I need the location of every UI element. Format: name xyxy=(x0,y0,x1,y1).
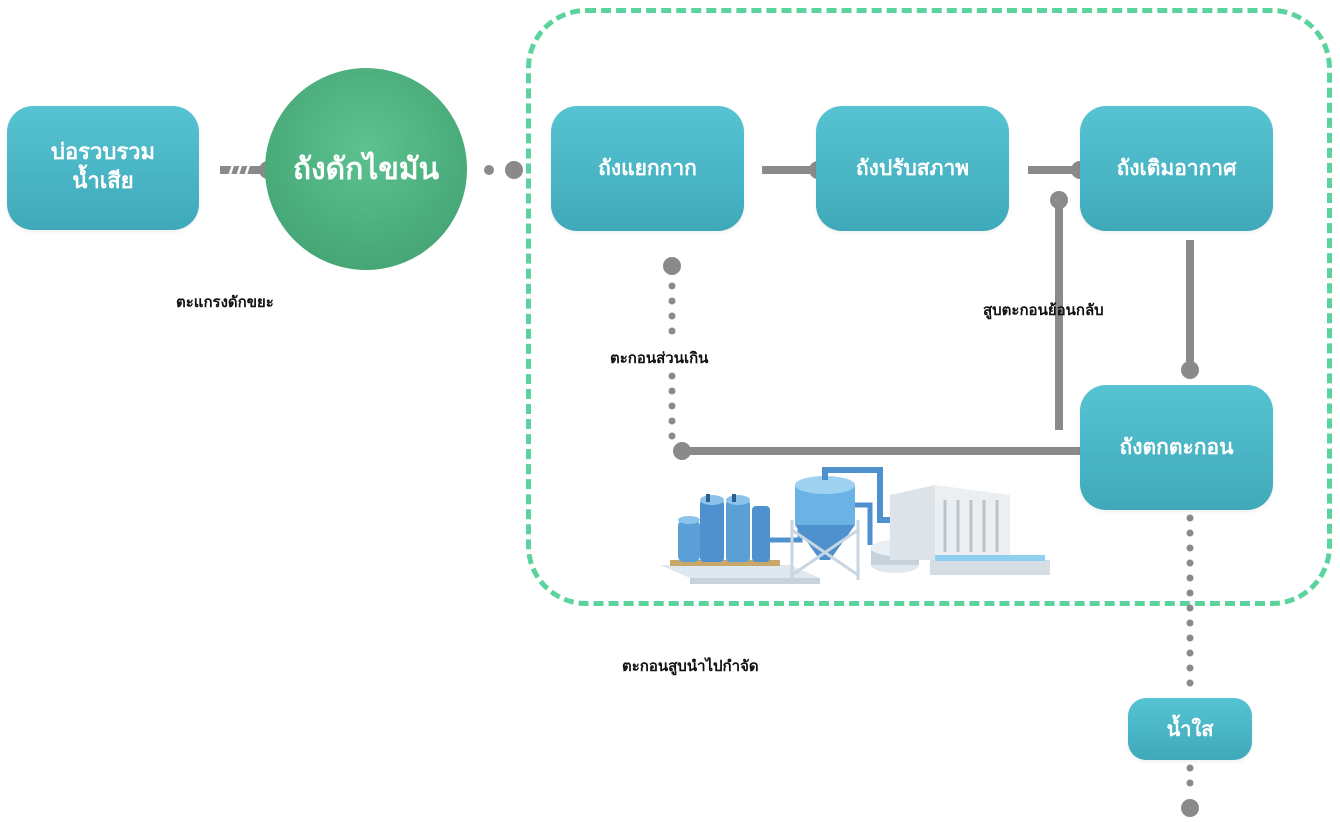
node-sedimentation: ถังตกตะกอน xyxy=(1080,385,1273,510)
node-sludge-separator: ถังแยกกาก xyxy=(551,106,744,231)
node-equalization: ถังปรับสภาพ xyxy=(816,106,1009,231)
dotted-line-excess-sludge xyxy=(668,282,676,440)
node-grease-trap-label: ถังดักไขมัน xyxy=(292,151,440,187)
dotted-line-clear-water xyxy=(1186,514,1194,787)
node-aeration-label: ถังเติมอากาศ xyxy=(1116,155,1237,180)
node-clear-water: น้ำใส xyxy=(1128,698,1252,760)
node-equalization-label: ถังปรับสภาพ xyxy=(855,155,970,180)
connector-dot xyxy=(1050,191,1068,209)
label-sludge-disposal: ตะกอนสูบนำไปกำจัด xyxy=(622,657,759,675)
node-aeration: ถังเติมอากาศ xyxy=(1080,106,1273,231)
connector-dot xyxy=(663,257,681,275)
connector-dot xyxy=(1181,361,1199,379)
label-return-sludge: สูบตะกอนย้อนกลับ xyxy=(983,301,1104,319)
connector-dot xyxy=(484,165,494,175)
node-sedimentation-label: ถังตกตะกอน xyxy=(1119,434,1234,459)
node-collection-pond-line1: บ่อรวบรวม xyxy=(51,140,155,166)
node-collection-pond-line2: น้ำเสีย xyxy=(72,169,134,194)
node-sludge-separator-label: ถังแยกกาก xyxy=(598,155,697,180)
treatment-system-boundary xyxy=(526,8,1332,606)
connector-dot xyxy=(1181,799,1199,817)
connector-dot xyxy=(673,442,691,460)
node-grease-trap: ถังดักไขมัน xyxy=(265,68,467,270)
connector-dot xyxy=(505,161,523,179)
node-clear-water-label: น้ำใส xyxy=(1166,717,1214,741)
label-screen: ตะแกรงดักขยะ xyxy=(176,293,274,311)
screen-hash-icon xyxy=(224,155,254,187)
label-excess-sludge: ตะกอนส่วนเกิน xyxy=(610,349,709,367)
node-collection-pond: บ่อรวบรวม น้ำเสีย xyxy=(7,106,199,230)
treatment-plant-illustration xyxy=(660,467,1050,584)
